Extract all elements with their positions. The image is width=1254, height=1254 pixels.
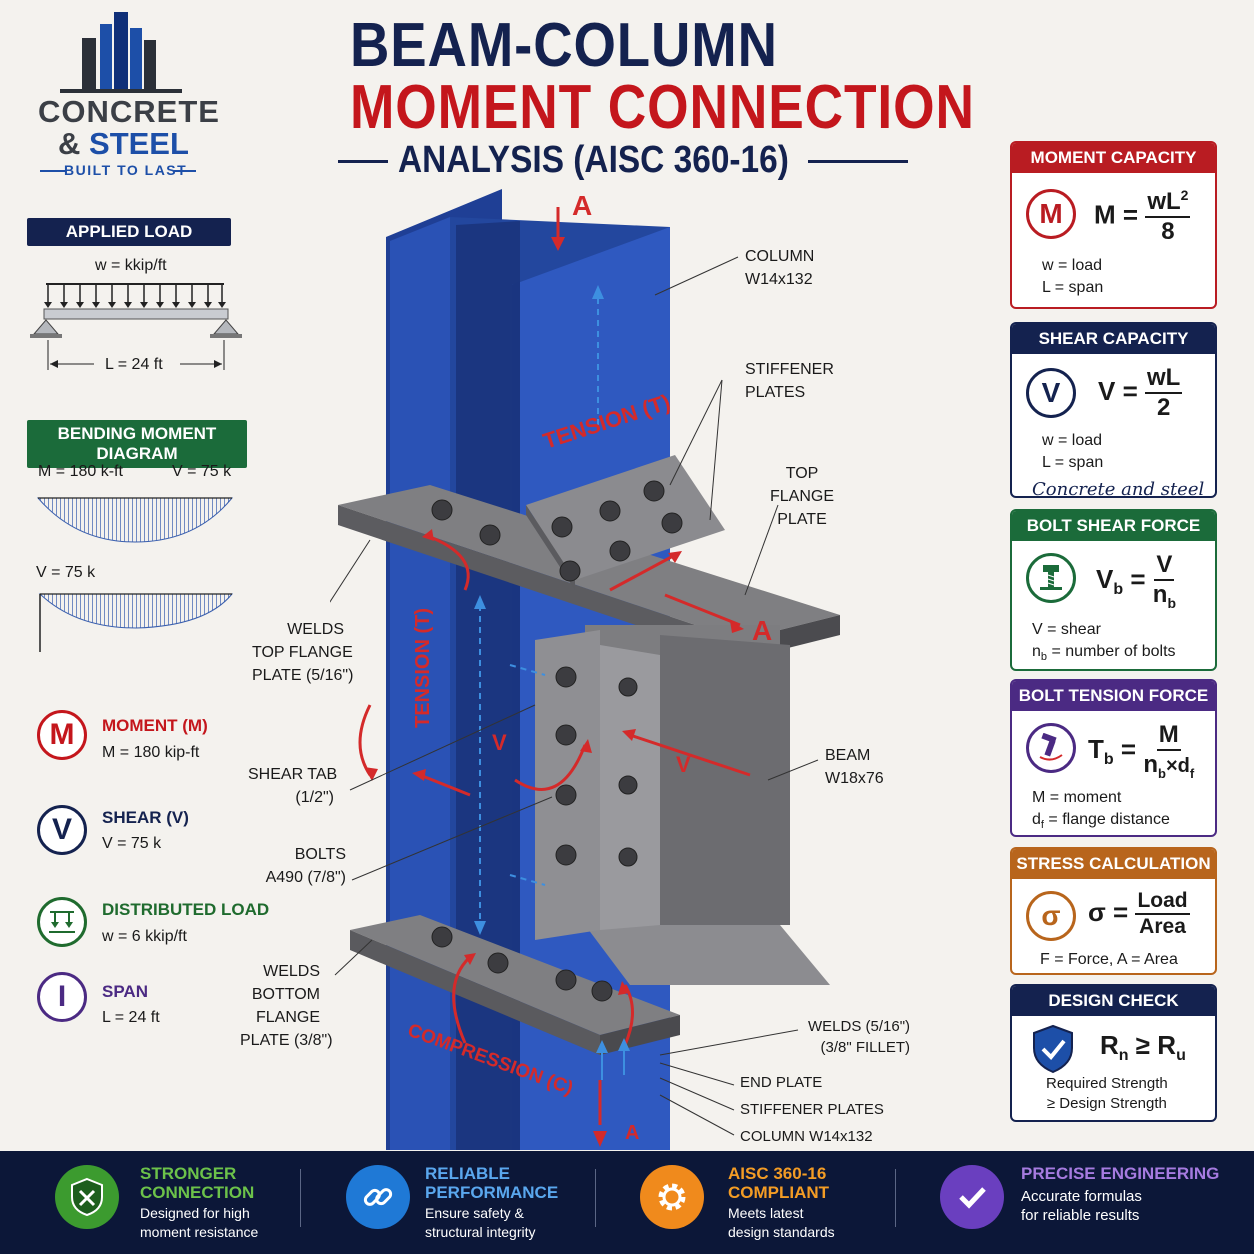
distributed-load-icon [37, 897, 87, 947]
shear-icon: V [37, 805, 87, 855]
design-check-header: DESIGN CHECK [1012, 986, 1215, 1016]
legend-span-value: L = 24 ft [102, 1009, 160, 1026]
legend-load-title: DISTRIBUTED LOAD [102, 900, 270, 919]
stress-note: F = Force, A = Area [1040, 951, 1178, 968]
beam-load-diagram [30, 283, 242, 370]
bolt-shear-header: BOLT SHEAR FORCE [1012, 511, 1215, 541]
design-check-card: DESIGN CHECK Rn ≥ Ru Required Strength≥ … [1010, 984, 1217, 1122]
shear-card-script: Concrete and steel [1032, 479, 1205, 498]
shear-v-mark-beam: V [676, 752, 691, 777]
logo-line2: & STEEL [58, 126, 189, 161]
bmd-moment: M = 180 k-ft [38, 463, 123, 480]
legend-moment-title: MOMENT (M) [102, 716, 208, 735]
legend-shear-value: V = 75 k [102, 835, 162, 852]
design-notes: Required Strength≥ Design Strength [1046, 1075, 1168, 1112]
moment-card-icon: M [1026, 189, 1076, 239]
shield-tools-icon [55, 1165, 119, 1229]
legend-load-value: w = 6 kkip/ft [102, 928, 187, 945]
applied-load-header: APPLIED LOAD [27, 218, 231, 246]
legend-shear-title: SHEAR (V) [102, 808, 189, 827]
shear-diagram [38, 593, 234, 652]
bolt-icon [1026, 553, 1076, 603]
gear-icon [640, 1165, 704, 1229]
bolt-tension-notes: M = moment df = flange distance [1032, 789, 1170, 832]
moment-card-header: MOMENT CAPACITY [1012, 143, 1215, 173]
shield-check-icon [1033, 1024, 1073, 1074]
end-plate-label: END PLATE [740, 1074, 823, 1091]
footer-4-title: PRECISE ENGINEERING [1021, 1164, 1220, 1183]
bolt-tension-header: BOLT TENSION FORCE [1012, 681, 1215, 711]
welds-fillet-label: WELDS (5/16")(3/8" FILLET) [808, 1018, 911, 1056]
logo-tagline: BUILT TO LAST [64, 162, 188, 178]
design-formula: Rn ≥ Ru [1100, 1030, 1186, 1065]
bmd-header: BENDING MOMENT DIAGRAM [27, 420, 247, 468]
shear-v-mark: V [492, 730, 507, 755]
connection-illustration [330, 189, 840, 1150]
column-bottom-label: COLUMN W14x132 [740, 1128, 873, 1145]
applied-load-w: w = kkip/ft [95, 257, 167, 274]
legend-span-title: SPAN [102, 982, 148, 1001]
section-a-right: A [752, 615, 773, 646]
logo-line1: CONCRETE [38, 94, 220, 129]
moment-diagram [36, 497, 234, 543]
title-line1: BEAM-COLUMN [350, 11, 778, 80]
stress-header: STRESS CALCULATION [1012, 849, 1215, 879]
footer-2-text: Ensure safety &structural integrity [425, 1205, 536, 1240]
bmd-shear-top: V = 75 k [172, 463, 232, 480]
shear-card-header: SHEAR CAPACITY [1012, 324, 1215, 354]
moment-icon: M [37, 710, 87, 760]
checkmark-icon [940, 1165, 1004, 1229]
legend-moment-value: M = 180 kip-ft [102, 744, 200, 761]
title-line2: MOMENT CONNECTION [350, 73, 975, 142]
applied-load-span: L = 24 ft [105, 356, 163, 373]
section-a-bottom: A [625, 1122, 640, 1144]
building-logo-icon [60, 12, 182, 93]
shear-tab-label: SHEAR TAB(1/2") [248, 766, 338, 806]
bolt-tension-icon [1026, 723, 1076, 773]
tension-label-vertical: TENSION (T) [412, 608, 434, 728]
bmd-shear-diagram: V = 75 k [36, 564, 96, 581]
title-line3: ANALYSIS (AISC 360-16) [398, 139, 789, 181]
bolt-shear-notes: V = shear nb = number of bolts [1032, 621, 1176, 664]
span-icon: I [37, 972, 87, 1022]
stiffener-plates-label: STIFFENER PLATES [740, 1101, 884, 1118]
section-a-top: A [572, 190, 593, 221]
sigma-icon: σ [1026, 891, 1076, 941]
shear-card-icon: V [1026, 368, 1076, 418]
chain-link-icon [346, 1165, 410, 1229]
